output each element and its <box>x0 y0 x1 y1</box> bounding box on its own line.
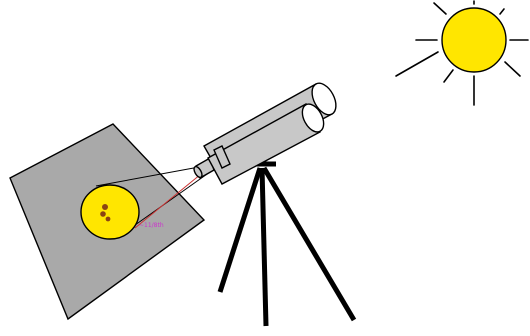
sun-disc <box>442 8 506 72</box>
sun-icon <box>396 1 528 105</box>
projected-sun-image <box>81 185 139 239</box>
ray-annotation: ~11/8th <box>139 222 164 229</box>
tripod-icon <box>220 164 354 326</box>
